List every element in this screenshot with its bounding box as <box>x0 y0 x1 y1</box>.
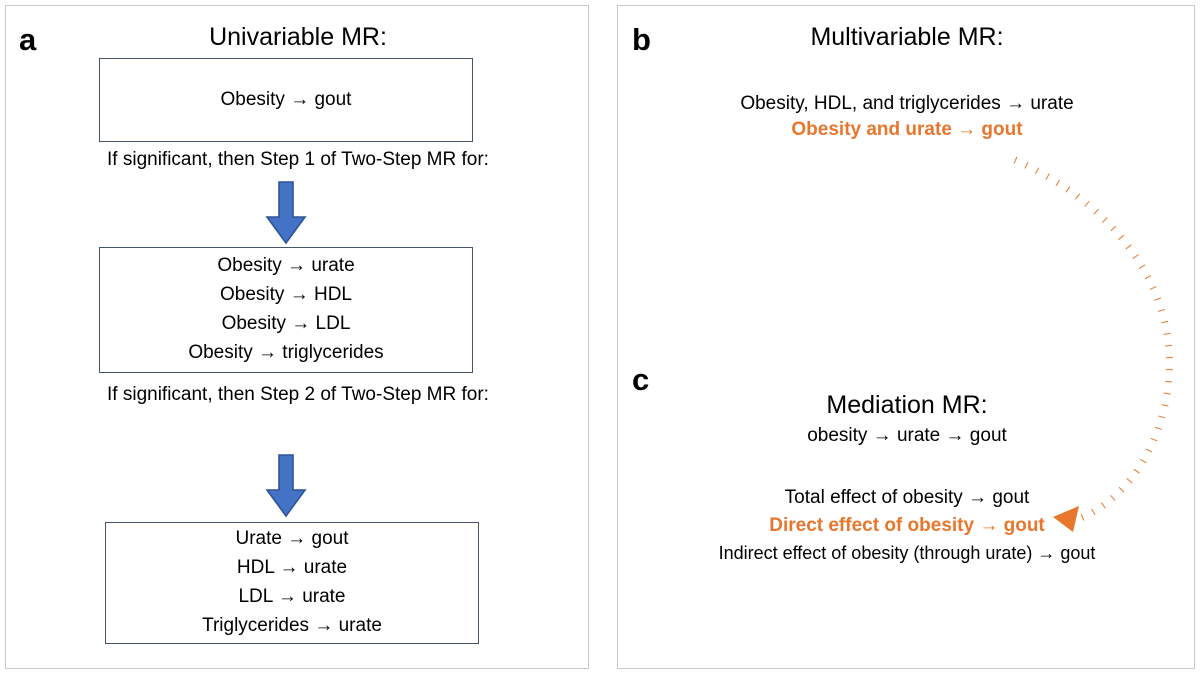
panel-a-letter: a <box>19 22 37 57</box>
univariable-box-3: Urate → gout HDL → urate LDL → urate Tri… <box>105 522 479 644</box>
mediation-indirect-effect: Indirect effect of obesity (through urat… <box>718 543 1096 563</box>
mediation-direct-effect-highlight: Direct effect of obesity → gout <box>769 515 1045 536</box>
box2-line-1: Obesity → urate <box>217 255 355 277</box>
box3-line-3: LDL → urate <box>238 586 346 607</box>
panel-a: a Univariable MR: Obesity → gout If sign… <box>5 5 589 669</box>
connector-step-2-text: If significant, then Step 2 of Two-Step … <box>107 384 489 405</box>
mediation-subtitle: obesity → urate → gout <box>807 425 1007 446</box>
panel-bc: b Multivariable MR: Obesity, HDL, and tr… <box>617 5 1195 669</box>
box3-line-4: Triglycerides → urate <box>202 614 382 636</box>
box1-line-1: Obesity → gout <box>220 88 352 110</box>
down-arrow-icon-2 <box>264 454 308 518</box>
univariable-box-2: Obesity → urate Obesity → HDL Obesity → … <box>99 247 473 373</box>
box2-line-4: Obesity → triglycerides <box>188 341 384 363</box>
panel-c-letter: c <box>632 362 650 397</box>
panel-c-title: Mediation MR: <box>826 391 988 419</box>
multivariable-line-2-highlight: Obesity and urate → gout <box>791 119 1023 140</box>
univariable-box-1: Obesity → gout <box>99 58 473 142</box>
box3-line-1: Urate → gout <box>235 528 349 550</box>
box2-line-2: Obesity → HDL <box>220 284 352 306</box>
multivariable-line-1: Obesity, HDL, and triglycerides → urate <box>740 93 1074 114</box>
down-arrow-icon-1 <box>264 181 308 245</box>
panel-a-title: Univariable MR: <box>209 23 387 51</box>
box3-line-2: HDL → urate <box>236 557 348 579</box>
connector-step-1-text: If significant, then Step 1 of Two-Step … <box>107 149 489 170</box>
panel-b-title: Multivariable MR: <box>810 23 1004 51</box>
box2-line-3: Obesity → LDL <box>221 313 351 334</box>
mediation-total-effect: Total effect of obesity → gout <box>784 487 1030 508</box>
panel-b-letter: b <box>632 22 651 57</box>
